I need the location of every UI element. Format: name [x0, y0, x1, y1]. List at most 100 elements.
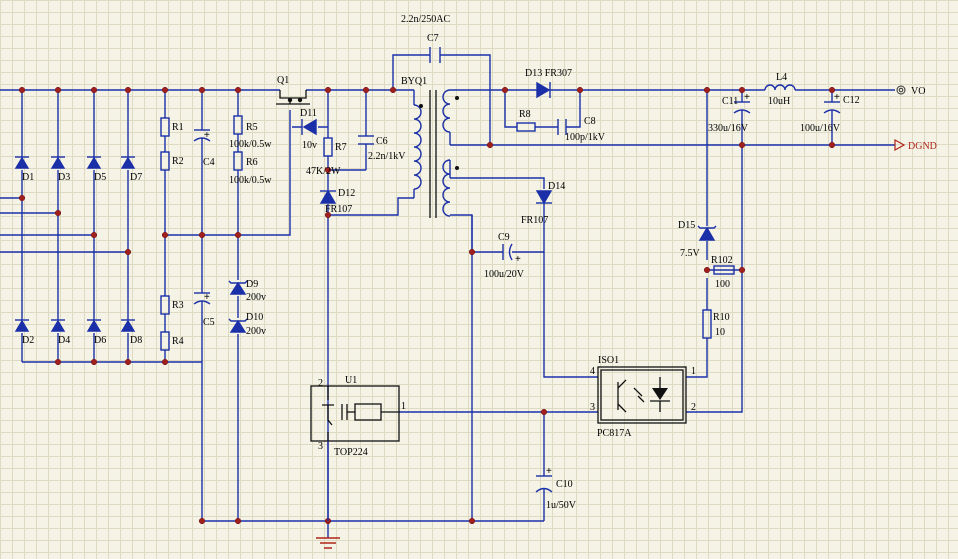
c11-value: 330u/16V [708, 123, 749, 134]
iso-pin4: 4 [590, 366, 595, 377]
r102-resistor [713, 265, 735, 275]
iso-pin3: 3 [590, 402, 595, 413]
iso-pin2: 2 [691, 402, 696, 413]
c9-label: C9 [498, 232, 510, 243]
d2-label: D2 [22, 335, 34, 346]
c12-capacitor [823, 101, 841, 114]
q1-mosfet [276, 90, 310, 105]
byq1-label: BYQ1 [401, 76, 427, 87]
zener-d9-d10 [228, 280, 248, 333]
d1-label: D1 [22, 172, 34, 183]
d9-value: 200v [246, 292, 266, 303]
u1-pin3: 3 [318, 441, 323, 452]
c4-label: C4 [203, 157, 215, 168]
d3-label: D3 [58, 172, 70, 183]
r2-label: R2 [172, 156, 184, 167]
d15-label: D15 [678, 220, 695, 231]
input-divider-resistors [160, 117, 170, 351]
iso-pin1: 1 [691, 366, 696, 377]
r102-value: 100 [715, 279, 730, 290]
d7-label: D7 [130, 172, 142, 183]
c8-value: 100p/1kV [565, 132, 606, 143]
r1-label: R1 [172, 122, 184, 133]
r6-label: R6 [246, 157, 258, 168]
iso1-pc817a [597, 366, 687, 424]
c8-label: C8 [584, 116, 596, 127]
c12-plus: + [834, 92, 840, 103]
c7-capacitor [429, 47, 441, 63]
r4-label: R4 [172, 336, 184, 347]
d15-value: 7.5V [680, 248, 701, 259]
c7-value: 2.2n/250AC [401, 14, 451, 25]
r10-label: R10 [713, 312, 730, 323]
d10-value: 200v [246, 326, 266, 337]
r10-value: 10 [715, 327, 725, 338]
r7-value: 47K/2W [306, 166, 341, 177]
c4-plus: + [204, 130, 210, 141]
d15-zener [697, 225, 717, 241]
c10-label: C10 [556, 479, 573, 490]
c6-value: 2.2n/1kV [368, 151, 406, 162]
c11-label: C11 [722, 96, 738, 107]
d6-label: D6 [94, 335, 106, 346]
c10-value: 1u/50V [546, 500, 577, 511]
d13-label: D13 FR307 [525, 68, 572, 79]
d10-label: D10 [246, 312, 263, 323]
r6-value: 100k/0.5w [229, 175, 272, 186]
c11-plus: + [744, 92, 750, 103]
d11-value: 10v [302, 140, 317, 151]
c11-capacitor [733, 101, 751, 114]
c6-label: C6 [376, 136, 388, 147]
d11-label: D11 [300, 108, 317, 119]
c8-capacitor [557, 119, 567, 135]
c9-value: 100u/20V [484, 269, 525, 280]
u1-pin2: 2 [318, 378, 323, 389]
c6-capacitor [358, 135, 374, 145]
d13-diode [536, 81, 551, 99]
l4-value: 10uH [768, 96, 790, 107]
d14-diode [535, 190, 553, 205]
r5-label: R5 [246, 122, 258, 133]
d12-diode [319, 189, 337, 204]
d5-label: D5 [94, 172, 106, 183]
r7-resistor [323, 137, 333, 157]
l4-inductor [764, 84, 796, 91]
vo-label: VO [911, 86, 925, 97]
iso1-part: PC817A [597, 428, 632, 439]
r102-label: R102 [711, 255, 733, 266]
c12-label: C12 [843, 95, 860, 106]
c12-value: 100u/16V [800, 123, 841, 134]
c9-plus: + [515, 254, 521, 265]
u1-label: U1 [345, 375, 357, 386]
dgnd-label: DGND [908, 141, 937, 152]
dgnd-port-icon [894, 138, 906, 152]
junction-dots [18, 86, 836, 525]
r10-resistor [702, 309, 712, 339]
r5-r6-resistors [233, 115, 243, 171]
c7-label: C7 [427, 33, 439, 44]
d9-label: D9 [246, 279, 258, 290]
q1-label: Q1 [277, 75, 289, 86]
c10-capacitor [535, 475, 553, 493]
d8-label: D8 [130, 335, 142, 346]
c5-plus: + [204, 292, 210, 303]
wires [0, 54, 895, 538]
u1-part: TOP224 [334, 447, 368, 458]
d14-label: D14 [548, 181, 565, 192]
u1-top224 [310, 385, 400, 521]
bulk-capacitors [193, 129, 211, 305]
bridge-diodes [14, 156, 136, 332]
iso1-label: ISO1 [598, 355, 619, 366]
d4-label: D4 [58, 335, 70, 346]
u1-pin1: 1 [401, 401, 406, 412]
d12-label: D12 [338, 188, 355, 199]
d14-value: FR107 [521, 215, 548, 226]
r5-value: 100k/0.5w [229, 139, 272, 150]
r3-label: R3 [172, 300, 184, 311]
d12-value: FR107 [325, 204, 352, 215]
d11-zener [301, 118, 317, 136]
ground-icon [316, 537, 340, 549]
transformer-byq1 [413, 89, 459, 218]
c5-label: C5 [203, 317, 215, 328]
